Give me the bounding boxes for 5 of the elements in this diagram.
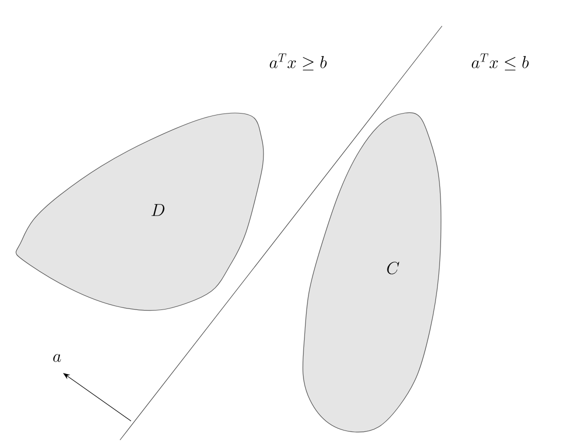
region-label: $a$ xyxy=(53,354,61,362)
region-label: $a^T x \geq b$ xyxy=(270,54,327,70)
region-blob: $D$ xyxy=(16,112,264,311)
region-blob: $C$ xyxy=(302,112,442,432)
region-label: $a^T x \leq b$ xyxy=(472,54,529,70)
